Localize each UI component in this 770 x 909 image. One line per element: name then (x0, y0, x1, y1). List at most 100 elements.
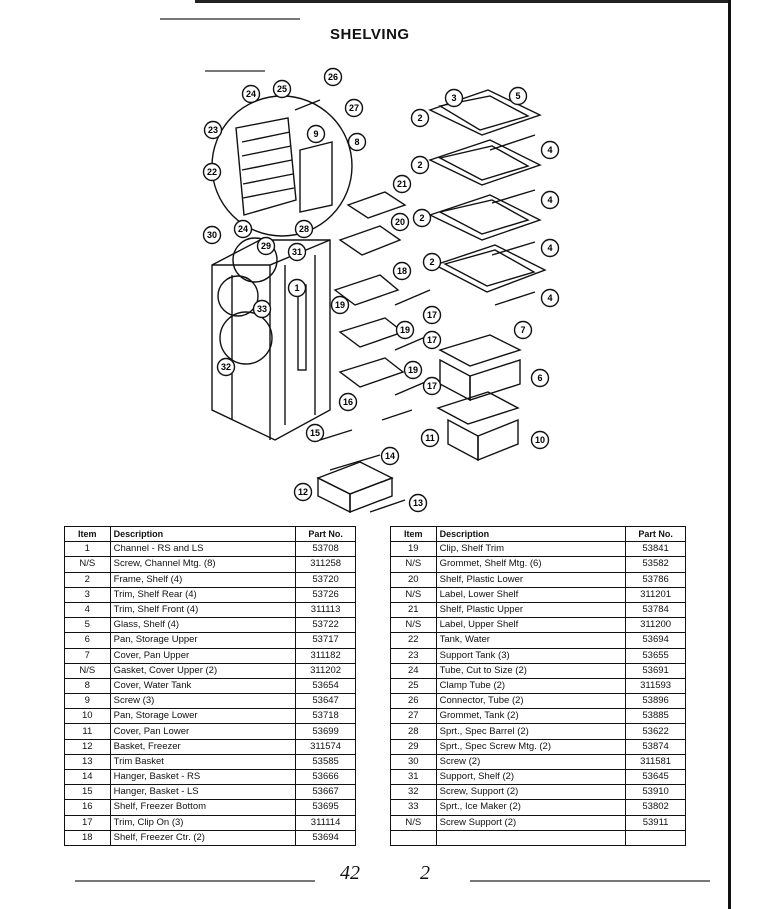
cell-item: 19 (390, 541, 437, 558)
callout-number: 15 (310, 428, 320, 438)
callout-10: 10 (530, 430, 550, 450)
callout-27: 27 (344, 98, 364, 118)
callout-14: 14 (380, 446, 400, 466)
cell-description: Clip, Shelf Trim (435, 541, 627, 558)
callout-number: 6 (537, 373, 542, 383)
cell-part-number: 311200 (625, 617, 686, 634)
cell-item: 10 (64, 708, 111, 725)
cell-item: 6 (64, 632, 111, 649)
cell-item: N/S (390, 586, 437, 603)
scan-noise (205, 70, 265, 72)
callout-number: 25 (277, 84, 287, 94)
cell-description: Pan, Storage Upper (109, 632, 297, 649)
cell-part-number: 53726 (295, 586, 356, 603)
cell-item: 29 (390, 738, 437, 755)
cell-part-number: 53655 (625, 647, 686, 664)
cell-description: Sprt., Spec Barrel (2) (435, 723, 627, 740)
cell-part-number: 53874 (625, 738, 686, 755)
cell-item: 33 (390, 799, 437, 816)
cell-part-number: 53911 (625, 814, 686, 831)
callout-2: 2 (410, 155, 430, 175)
callout-number: 23 (208, 125, 218, 135)
callout-number: 14 (385, 451, 395, 461)
scan-noise (75, 880, 315, 882)
cell-part-number: 311202 (295, 662, 356, 679)
handwritten-page-note: 42 (340, 862, 360, 884)
cell-part-number: 311258 (295, 556, 356, 573)
callout-2: 2 (422, 252, 442, 272)
cell-description: Screw (2) (435, 753, 627, 771)
cell-item: N/S (390, 814, 437, 831)
spec-detail-circle (232, 237, 278, 283)
cell-description: Hanger, Basket - RS (109, 768, 297, 786)
cell-description: Label, Lower Shelf (435, 586, 627, 603)
freezer-basket (316, 409, 413, 514)
callout-number: 19 (408, 365, 418, 375)
callout-number: 4 (547, 243, 552, 253)
callout-number: 8 (354, 137, 359, 147)
shelf-support-detail (219, 311, 273, 365)
callout-28: 28 (294, 219, 314, 239)
callout-13: 13 (408, 493, 428, 513)
cell-item: 4 (64, 601, 111, 619)
cell-description: Tank, Water (435, 632, 627, 649)
cell-part-number: 311574 (295, 738, 356, 755)
callout-number: 5 (515, 91, 520, 101)
cell-item: 11 (64, 723, 111, 740)
cell-part-number: 53695 (295, 799, 356, 816)
glass-shelves (428, 89, 547, 306)
cell-item: N/S (390, 556, 437, 573)
callout-number: 12 (298, 487, 308, 497)
cell-part-number: 53718 (295, 708, 356, 725)
callout-4: 4 (540, 238, 560, 258)
callout-number: 22 (207, 167, 217, 177)
cell-description: Cover, Pan Upper (109, 647, 297, 664)
callout-9: 9 (306, 124, 326, 144)
cell-description: Connector, Tube (2) (435, 693, 627, 710)
handwritten-page-number: 2 (420, 862, 430, 884)
cell-part-number: 53786 (625, 571, 686, 588)
cell-description: Grommet, Shelf Mtg. (6) (435, 556, 627, 573)
cell-description: Gasket, Cover Upper (2) (109, 662, 297, 679)
cell-part-number: 53784 (625, 601, 686, 619)
callout-19: 19 (403, 360, 423, 380)
callout-number: 9 (313, 129, 318, 139)
cell-description: Shelf, Plastic Upper (435, 601, 627, 619)
cell-part-number: 53691 (625, 662, 686, 679)
cell-part-number: 53885 (625, 708, 686, 725)
cabinet-drawing (211, 239, 331, 441)
callout-31: 31 (287, 242, 307, 262)
cell-description: Trim, Clip On (3) (109, 814, 297, 831)
callout-number: 27 (349, 103, 359, 113)
cell-part-number: 311113 (295, 601, 356, 619)
page-title: SHELVING (330, 26, 410, 43)
callout-number: 17 (427, 335, 437, 345)
cell-part-number: 53622 (625, 723, 686, 740)
cell-item: N/S (390, 617, 437, 634)
cell-item: 23 (390, 647, 437, 664)
callout-29: 29 (256, 236, 276, 256)
callout-1: 1 (287, 278, 307, 298)
callout-20: 20 (390, 212, 410, 232)
callout-number: 24 (246, 89, 256, 99)
cell-description: Frame, Shelf (4) (109, 571, 297, 588)
callout-24: 24 (241, 84, 261, 104)
cell-part-number: 53910 (625, 784, 686, 801)
callout-number: 2 (417, 160, 422, 170)
cell-item: 13 (64, 753, 111, 771)
callout-16: 16 (338, 392, 358, 412)
cell-description: Clamp Tube (2) (435, 677, 627, 695)
water-tank-detail (211, 95, 353, 237)
cell-part-number: 53645 (625, 768, 686, 786)
